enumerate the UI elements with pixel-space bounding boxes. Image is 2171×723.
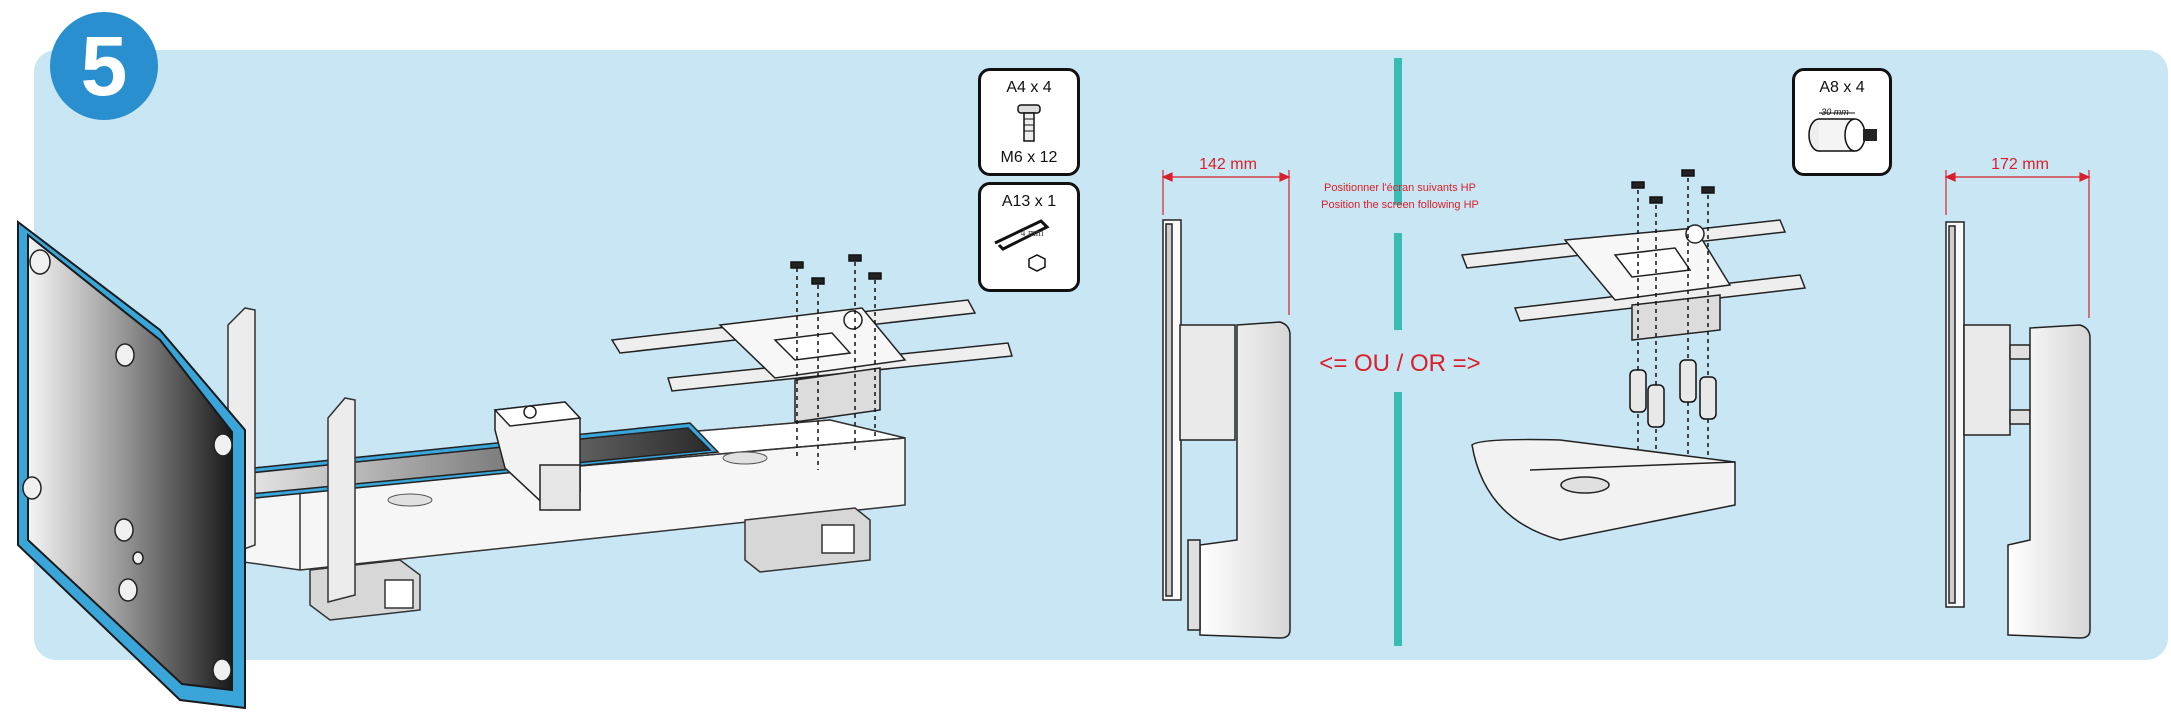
note-en: Position the screen following HP — [1321, 199, 1479, 211]
screw-size: M6 x 12 — [1000, 149, 1058, 166]
screws-left — [790, 254, 882, 470]
rail-clamp — [493, 401, 582, 511]
side-view-left — [1162, 219, 1291, 639]
step-number-badge: 5 — [50, 12, 158, 120]
hex-key-icon — [994, 219, 1050, 272]
key-callout: A13 x 1 4 mm — [978, 182, 1080, 292]
dimension-right-label: 172 mm — [1991, 156, 2049, 173]
tv-screen — [17, 219, 246, 710]
note-fr: Positionner l'écran suivants HP — [1324, 182, 1476, 194]
dimension-left-label: 142 mm — [1199, 156, 1257, 173]
screen-bolts — [22, 249, 233, 682]
divider-gap-or — [1385, 330, 1411, 392]
dimension-left — [1161, 170, 1291, 315]
spacer-icon — [1808, 112, 1877, 152]
spacer-length: 30 mm — [1821, 107, 1849, 117]
key-size: 4 mm — [1020, 228, 1044, 239]
arm-end-right — [1471, 438, 1736, 541]
screw-code: A4 x 4 — [1006, 79, 1052, 96]
screw-icon — [1017, 104, 1041, 142]
vesa-bracket-right — [1460, 219, 1807, 341]
key-code: A13 x 1 — [1001, 193, 1057, 210]
dimension-right — [1944, 170, 2091, 318]
spacer-code: A8 x 4 — [1819, 79, 1865, 96]
or-label: <= OU / OR => — [1319, 350, 1481, 377]
spacer-callout: A8 x 4 30 mm — [1792, 68, 1892, 176]
divider-gap-note — [1385, 205, 1411, 233]
spacers-right — [1629, 169, 1717, 480]
vesa-bracket-left — [610, 299, 1013, 423]
side-view-right — [1945, 221, 2091, 639]
screw-callout: A4 x 4 M6 x 12 — [978, 68, 1080, 176]
